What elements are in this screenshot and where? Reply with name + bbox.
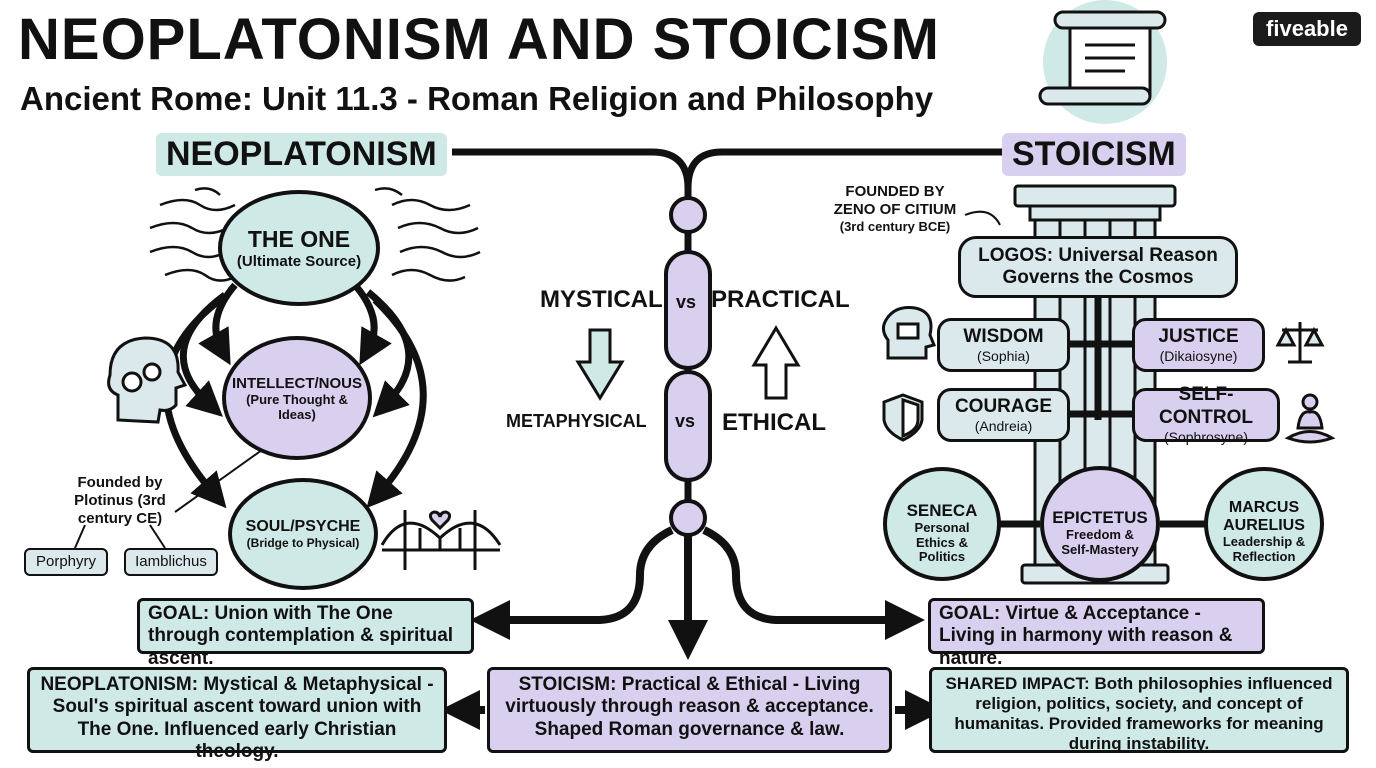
zeno-line-2: ZENO OF CITIUM — [833, 201, 957, 218]
zeno-founder-note: FOUNDED BY ZENO OF CITIUM (3rd century B… — [820, 183, 970, 235]
soul-subtitle: (Bridge to Physical) — [246, 536, 360, 550]
virtue-courage-title: COURAGE — [954, 395, 1053, 417]
scroll-icon — [1038, 10, 1167, 106]
scales-icon — [1275, 322, 1325, 364]
vs-label-top: vs — [676, 292, 697, 312]
zeno-line-1: FOUNDED BY — [845, 183, 945, 200]
neoplatonism-goal: GOAL: Union with The One through contemp… — [137, 598, 474, 669]
shared-impact-summary: SHARED IMPACT: Both philosophies influen… — [929, 667, 1349, 753]
logos-box: LOGOS: Universal Reason Governs the Cosm… — [958, 236, 1238, 298]
label-practical: PRACTICAL — [711, 286, 850, 313]
the-one-node: THE ONE (Ultimate Source) — [218, 190, 380, 306]
follower-iamblichus: Iamblichus — [124, 548, 218, 576]
stoicism-heading: STOICISM — [1002, 133, 1186, 176]
zeno-line-3: (3rd century BCE) — [839, 219, 951, 234]
follower-porphyry: Porphyry — [24, 548, 108, 576]
head-gears-icon — [107, 336, 188, 424]
virtue-wisdom-subtitle: (Sophia) — [977, 347, 1030, 364]
virtue-courage-subtitle: (Andreia) — [974, 417, 1033, 434]
the-one-subtitle: (Ultimate Source) — [236, 253, 362, 270]
fiveable-logo: fiveable — [1253, 12, 1361, 46]
stoicism-goal: GOAL: Virtue & Acceptance - Living in ha… — [928, 598, 1265, 669]
book-head-icon — [881, 306, 937, 360]
thinker-marcus-aurelius: MARCUS AURELIUS Leadership & Reflection — [1204, 467, 1324, 581]
thinker-seneca: SENECA Personal Ethics & Politics — [883, 467, 1001, 581]
stoicism-summary-text: Practical & Ethical - Living virtuously … — [505, 674, 874, 740]
label-ethical: ETHICAL — [722, 409, 826, 436]
thinker-epictetus: EPICTETUS Freedom & Self-Mastery — [1040, 466, 1160, 582]
intellect-subtitle: (Pure Thought & Ideas) — [246, 391, 348, 422]
virtue-self-control: SELF-CONTROL (Sophrosyne) — [1132, 384, 1280, 445]
neoplatonism-summary: NEOPLATONISM: Mystical & Metaphysical - … — [27, 667, 447, 762]
spine-node-bottom — [669, 499, 707, 537]
virtue-justice-subtitle: (Dikaiosyne) — [1159, 347, 1238, 364]
spine-capsule-lower — [664, 370, 712, 482]
meditation-icon — [1284, 393, 1336, 444]
soul-title: SOUL/PSYCHE — [245, 518, 361, 535]
soul-node: SOUL/PSYCHE (Bridge to Physical) — [228, 478, 378, 590]
thinker-marcus-name: MARCUS AURELIUS — [1223, 499, 1305, 535]
page-subtitle: Ancient Rome: Unit 11.3 - Roman Religion… — [20, 80, 934, 117]
the-one-title: THE ONE — [247, 226, 351, 252]
bridge-heart-icon — [380, 510, 502, 570]
intellect-node: INTELLECT/NOUS (Pure Thought & Ideas) — [222, 336, 372, 460]
neoplatonism-summary-label: NEOPLATONISM: — [40, 674, 199, 695]
thinker-epictetus-desc: Freedom & Self-Mastery — [1061, 527, 1139, 557]
vs-label-bottom: vs — [675, 411, 696, 431]
thinker-seneca-desc: Personal Ethics & Politics — [914, 519, 970, 565]
spine-node-top — [669, 196, 707, 234]
intellect-title: INTELLECT/NOUS — [232, 374, 362, 392]
virtue-self-control-title: SELF-CONTROL — [1159, 384, 1253, 428]
virtue-justice: JUSTICE (Dikaiosyne) — [1132, 318, 1265, 372]
thinker-epictetus-name: EPICTETUS — [1052, 508, 1148, 528]
neoplatonism-heading: NEOPLATONISM — [156, 133, 447, 176]
founder-note: Founded by Plotinus (3rd century CE) — [74, 474, 166, 527]
stoicism-summary: STOICISM: Practical & Ethical - Living v… — [487, 667, 892, 753]
neoplatonism-summary-text: Mystical & Metaphysical - Soul's spiritu… — [52, 674, 434, 763]
shared-impact-text: Both philosophies influenced religion, p… — [954, 674, 1333, 754]
thinker-seneca-name: SENECA — [906, 500, 978, 520]
thinker-marcus-desc: Leadership & Reflection — [1222, 533, 1306, 564]
label-metaphysical: METAPHYSICAL — [506, 411, 647, 431]
virtue-justice-title: JUSTICE — [1158, 325, 1239, 347]
label-mystical: MYSTICAL — [540, 286, 663, 313]
shared-impact-label: SHARED IMPACT: — [945, 674, 1090, 693]
spine-capsule-upper — [664, 250, 712, 370]
virtue-wisdom-title: WISDOM — [963, 325, 1044, 347]
stoicism-summary-label: STOICISM: — [518, 674, 617, 695]
virtue-courage: COURAGE (Andreia) — [937, 388, 1070, 442]
page-title: NEOPLATONISM AND STOICISM — [18, 7, 940, 72]
shield-icon — [882, 393, 924, 442]
virtue-self-control-subtitle: (Sophrosyne) — [1163, 429, 1249, 446]
virtue-wisdom: WISDOM (Sophia) — [937, 318, 1070, 372]
